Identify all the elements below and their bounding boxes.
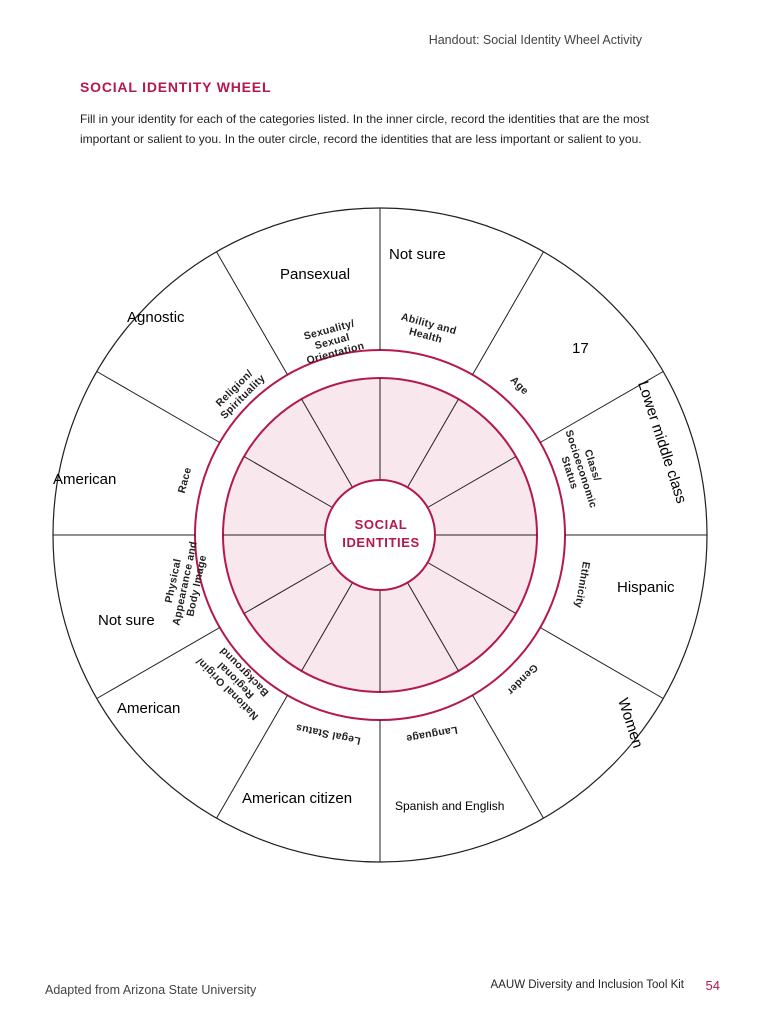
answer-religion: Agnostic [127, 309, 185, 326]
inner-spoke [301, 398, 353, 488]
inner-spoke [427, 562, 517, 614]
center-label-line2: IDENTITIES [342, 535, 420, 550]
answer-sexuality: Pansexual [280, 266, 350, 283]
source-credit: Adapted from Arizona State University [45, 983, 257, 997]
inner-spoke [243, 562, 333, 614]
page-number: 54 [705, 978, 720, 993]
answer-race: American [53, 471, 116, 488]
outer-spoke [539, 371, 664, 443]
toolkit-title: AAUW Diversity and Inclusion Tool Kit [490, 979, 684, 991]
answer-physical: Not sure [98, 612, 155, 629]
answer-national: American [117, 700, 180, 717]
center-label-line1: SOCIAL [355, 517, 408, 532]
outer-spoke [96, 627, 221, 699]
answer-ability: Not sure [389, 246, 446, 263]
handout-header: Handout: Social Identity Wheel Activity [428, 33, 642, 47]
instructions-text: Fill in your identity for each of the ca… [80, 112, 649, 146]
outer-spoke [216, 251, 288, 376]
inner-spoke [407, 582, 459, 672]
inner-spoke [243, 456, 333, 508]
category-sexuality-label: Sexuality/ Sexual Orientation [303, 318, 366, 367]
outer-spoke [96, 371, 221, 443]
answer-age: 17 [572, 340, 589, 357]
inner-spoke [407, 398, 459, 488]
outer-spoke [216, 694, 288, 819]
outer-spoke [472, 251, 544, 376]
answer-legal: American citizen [242, 790, 352, 807]
page-title: SOCIAL IDENTITY WHEEL [80, 79, 272, 95]
answer-language: Spanish and English [395, 799, 504, 813]
outer-spoke [539, 627, 664, 699]
answer-ethnicity: Hispanic [617, 579, 675, 596]
wheel-spokes [53, 208, 707, 862]
inner-spoke [301, 582, 353, 672]
inner-spoke [427, 456, 517, 508]
outer-spoke [472, 694, 544, 819]
center-circle [324, 479, 436, 591]
